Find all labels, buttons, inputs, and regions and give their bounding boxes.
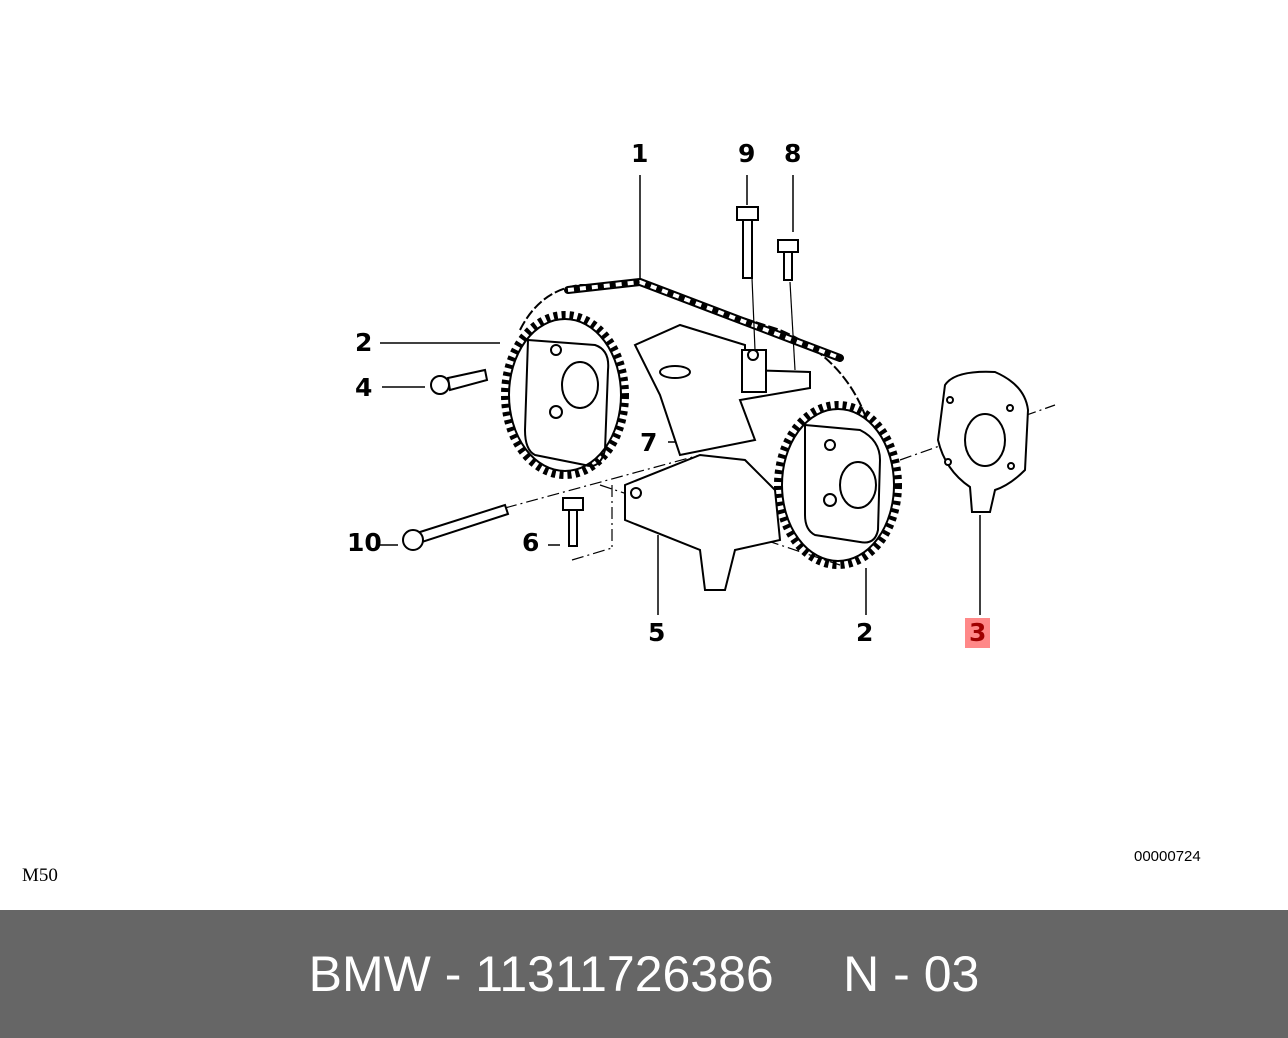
callout-8[interactable]: 8 bbox=[784, 139, 802, 168]
bolt-10 bbox=[402, 503, 510, 551]
tensioner-rail bbox=[633, 323, 811, 457]
callout-5[interactable]: 5 bbox=[648, 618, 666, 647]
callout-9[interactable]: 9 bbox=[738, 139, 756, 168]
callout-1[interactable]: 1 bbox=[631, 139, 649, 168]
callout-10[interactable]: 10 bbox=[347, 528, 382, 557]
bolt-8 bbox=[777, 239, 799, 281]
callout-4[interactable]: 4 bbox=[355, 373, 373, 402]
callout-6[interactable]: 6 bbox=[522, 528, 540, 557]
bolt-9 bbox=[736, 206, 759, 279]
callout-2-right[interactable]: 2 bbox=[856, 618, 874, 647]
callout-3-highlighted[interactable]: 3 bbox=[965, 618, 991, 648]
callout-2-left[interactable]: 2 bbox=[355, 328, 373, 357]
sprocket-left bbox=[501, 311, 629, 479]
bolt-lines bbox=[751, 277, 796, 371]
image-number: 00000724 bbox=[1134, 848, 1201, 865]
bolt-6 bbox=[562, 497, 584, 547]
callout-7[interactable]: 7 bbox=[640, 428, 658, 457]
model-code: M50 bbox=[22, 865, 58, 886]
sprocket-right bbox=[774, 401, 902, 569]
gasket bbox=[936, 370, 1030, 513]
leader-lines bbox=[380, 175, 981, 615]
parts-diagram bbox=[380, 175, 1056, 615]
part-reference-text: BMW - 11311726386 N - 03 bbox=[308, 946, 980, 1002]
bolt-4 bbox=[430, 368, 489, 395]
guide-rail bbox=[624, 453, 782, 591]
footer-bar: BMW - 11311726386 N - 03 bbox=[0, 910, 1288, 1038]
